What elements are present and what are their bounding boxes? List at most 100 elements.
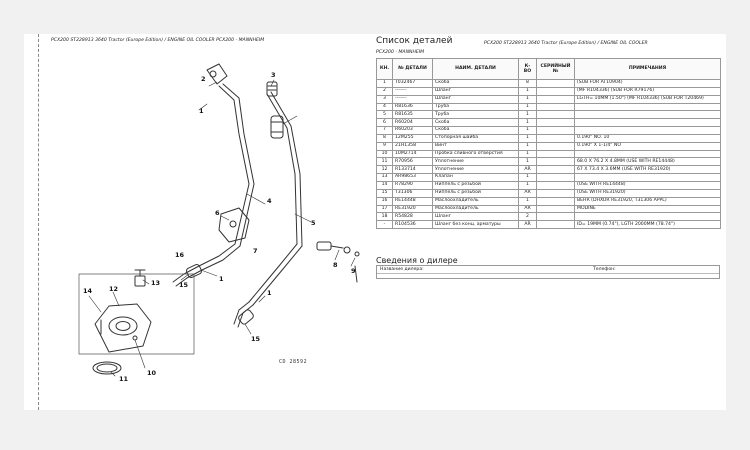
cell-notes: LGTH= 10MM (1.50") (MF R104336) (SUB FOR…	[574, 94, 721, 104]
cell-notes	[574, 110, 721, 120]
cell-key: 3	[376, 94, 393, 104]
cell-serial	[536, 212, 575, 222]
cell-part-name: Скоба	[432, 79, 519, 88]
cell-part-number[interactable]: RE14448	[392, 196, 433, 206]
bracket-6	[218, 207, 250, 243]
col-header-serial: СЕРИЙНЫЙ №	[536, 58, 575, 80]
cell-part-number[interactable]: R81636	[392, 102, 433, 112]
figure-code: CD 28592	[279, 359, 308, 365]
cell-serial	[536, 220, 575, 230]
cell-serial	[536, 157, 575, 167]
cell-serial	[536, 110, 575, 120]
cell-key: 13	[376, 173, 393, 182]
oil-tube-5	[248, 91, 303, 306]
cell-key: 14	[376, 180, 393, 190]
cell-part-number[interactable]: 12M255	[392, 133, 433, 143]
seal-ring-11	[92, 361, 122, 375]
cell-part-number[interactable]: R60203	[392, 126, 433, 135]
leader-lines	[88, 79, 356, 377]
cell-serial	[536, 188, 575, 198]
cell-serial	[536, 94, 575, 104]
cell-key: 16	[376, 196, 393, 206]
parts-table: КН. № ДЕТАЛИ НАИМ. ДЕТАЛИ К-ВО СЕРИЙНЫЙ …	[376, 58, 721, 230]
callout-15: 15	[179, 281, 189, 289]
cell-notes	[574, 212, 721, 222]
callout-6: 6	[215, 209, 220, 217]
cell-notes	[574, 173, 721, 182]
callout-7: 7	[253, 247, 258, 255]
callout-11: 11	[119, 375, 129, 383]
cell-key: 7	[376, 126, 393, 135]
cell-notes: ID= 19MM (0.74"), LGTH 2000MM (78.74")	[574, 220, 721, 230]
dealer-name-label: Название дилера:	[380, 267, 424, 272]
callout-12: 12	[109, 285, 119, 293]
cell-serial	[536, 133, 575, 143]
cell-part-number[interactable]: 21H1358	[392, 141, 433, 151]
cell-quantity: 1	[518, 149, 537, 159]
cell-serial	[536, 126, 575, 135]
cell-quantity: 1	[518, 180, 537, 190]
dealer-phone-label: Телефон:	[593, 267, 616, 272]
cell-part-name: Клапан	[432, 173, 519, 182]
cell-notes: (MF R104336) (SUB FOR R79176)	[574, 86, 721, 96]
cell-part-number[interactable]: R70956	[392, 157, 433, 167]
cell-notes: (SUB FOR AT10904)	[574, 79, 721, 88]
callout-15b: 15	[251, 335, 261, 343]
col-header-notes: ПРИМЕЧАНИЯ	[574, 58, 721, 80]
cell-part-name: Уплотнение	[432, 157, 519, 167]
cell-part-name: Труба	[432, 110, 519, 120]
cell-part-number[interactable]: T032467	[392, 79, 433, 88]
cell-part-number[interactable]: R81635	[392, 110, 433, 120]
cell-quantity: 1	[518, 157, 537, 167]
cell-part-number[interactable]: 10M2714	[392, 149, 433, 159]
cell-serial	[536, 102, 575, 112]
callout-9: 9	[351, 267, 356, 275]
cell-quantity: 1	[518, 173, 537, 182]
cell-part-name: Шланг	[432, 94, 519, 104]
cell-part-number[interactable]: R60204	[392, 118, 433, 128]
cell-key: 8	[376, 133, 393, 143]
cell-part-number[interactable]: R78290	[392, 180, 433, 190]
cell-part-name: Стопорная шайба	[432, 133, 519, 143]
cell-part-number[interactable]: AR98653	[392, 173, 433, 182]
mounting-bolt-8-9	[316, 241, 360, 283]
cell-part-number[interactable]: -------	[392, 86, 433, 96]
cell-serial	[536, 204, 575, 214]
cell-part-name: Шланг	[432, 86, 519, 96]
cell-key: 17	[376, 204, 393, 214]
cell-part-name: Ниппель с резьбой	[432, 180, 519, 190]
cell-part-number[interactable]: RE31920	[392, 204, 433, 214]
cell-quantity: AR	[518, 165, 537, 175]
dealer-section-title: Сведения о дилере	[376, 256, 458, 265]
cell-key: 6	[376, 118, 393, 128]
cell-serial	[536, 79, 575, 88]
cell-quantity: 1	[518, 126, 537, 135]
cell-quantity: 2	[518, 212, 537, 222]
callout-1c: 1	[267, 289, 272, 297]
cell-part-number[interactable]: R133714	[392, 165, 433, 175]
cell-notes	[574, 118, 721, 128]
cell-quantity: AR	[518, 220, 537, 230]
cell-key: 10	[376, 149, 393, 159]
cell-part-name: Пробка сливного отверстия	[432, 149, 519, 159]
cell-notes: BEHR (DHXOR RE31920, T31306 APPL)	[574, 196, 721, 206]
cell-part-name: Ниппель с резьбой	[432, 188, 519, 198]
cell-part-number[interactable]: T31306	[392, 188, 433, 198]
callout-14: 14	[83, 287, 93, 295]
col-header-key: КН.	[376, 58, 393, 80]
hose-fitting-2	[206, 63, 228, 85]
cell-part-name: Винт	[432, 141, 519, 151]
cell-part-number[interactable]: R104536	[392, 220, 433, 230]
cell-part-name: Труба	[432, 102, 519, 112]
cell-part-number[interactable]: R54828	[392, 212, 433, 222]
cell-notes: (USE WITH RE14448)	[574, 180, 721, 190]
diagram-panel: PCX200 ST228913 3640 Tractor (Europe Edi…	[38, 34, 373, 410]
cell-key: 4	[376, 102, 393, 112]
cell-part-number[interactable]: -------	[392, 94, 433, 104]
